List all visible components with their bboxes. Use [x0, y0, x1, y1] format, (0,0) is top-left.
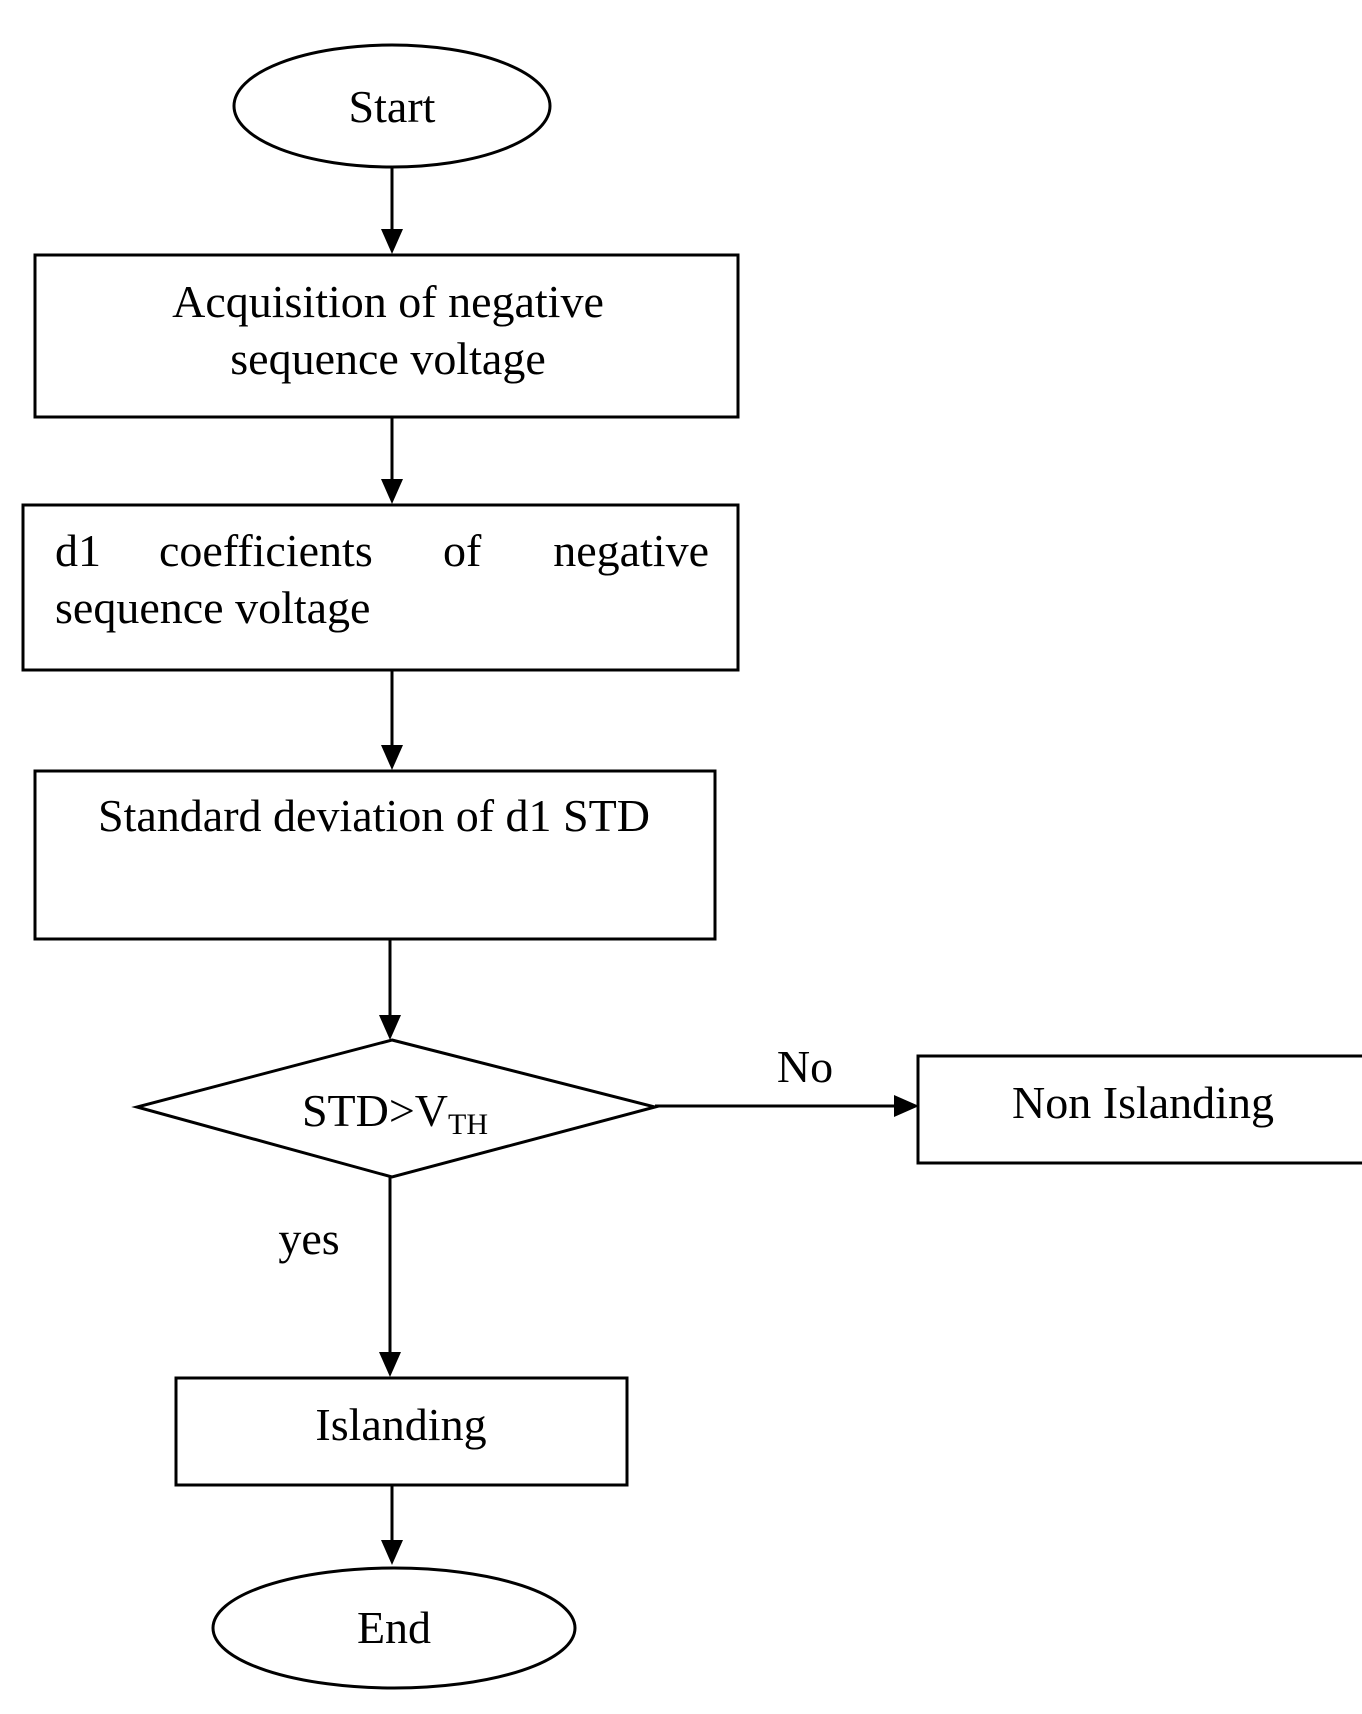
d1-label-word-4: negative	[553, 525, 709, 576]
arrow-d1-to-std	[381, 670, 403, 770]
yes-label: yes	[278, 1213, 339, 1264]
standard-deviation-box: Standard deviation of d1 STD	[33, 769, 717, 941]
no-label: No	[777, 1041, 833, 1092]
decision-label-subscript: TH	[448, 1108, 488, 1141]
arrow-yes-branch	[379, 1177, 401, 1377]
arrow-acquisition-to-d1	[381, 417, 403, 504]
arrow-islanding-to-end	[381, 1485, 403, 1565]
start-node: Start	[232, 43, 552, 169]
decision-node: STD>VTH	[131, 1038, 661, 1179]
arrow-start-to-acquisition	[381, 167, 403, 254]
standard-deviation-label: Standard deviation of d1 STD	[98, 790, 650, 841]
decision-label-main: STD>V	[302, 1085, 448, 1136]
non-islanding-label: Non Islanding	[1012, 1077, 1274, 1128]
d1-label-word-2: coefficients	[159, 525, 373, 576]
arrow-no-branch	[655, 1095, 919, 1117]
arrow-std-to-decision	[379, 939, 401, 1040]
end-node: End	[211, 1566, 577, 1690]
acquisition-label-line2: sequence voltage	[230, 333, 545, 384]
islanding-label: Islanding	[315, 1399, 486, 1450]
d1-label-word-1: d1	[55, 525, 101, 576]
non-islanding-box: Non Islanding	[916, 1054, 1362, 1165]
end-label: End	[357, 1602, 431, 1653]
decision-label: STD>VTH	[302, 1085, 488, 1141]
start-label: Start	[349, 81, 436, 132]
d1-label-line2: sequence voltage	[55, 582, 370, 633]
acquisition-label-line1: Acquisition of negative	[172, 276, 604, 327]
d1-label-word-3: of	[443, 525, 482, 576]
d1-coefficients-box: d1 coefficients of negative sequence vol…	[21, 503, 740, 672]
acquisition-box: Acquisition of negative sequence voltage	[33, 253, 740, 419]
islanding-box: Islanding	[174, 1376, 629, 1487]
